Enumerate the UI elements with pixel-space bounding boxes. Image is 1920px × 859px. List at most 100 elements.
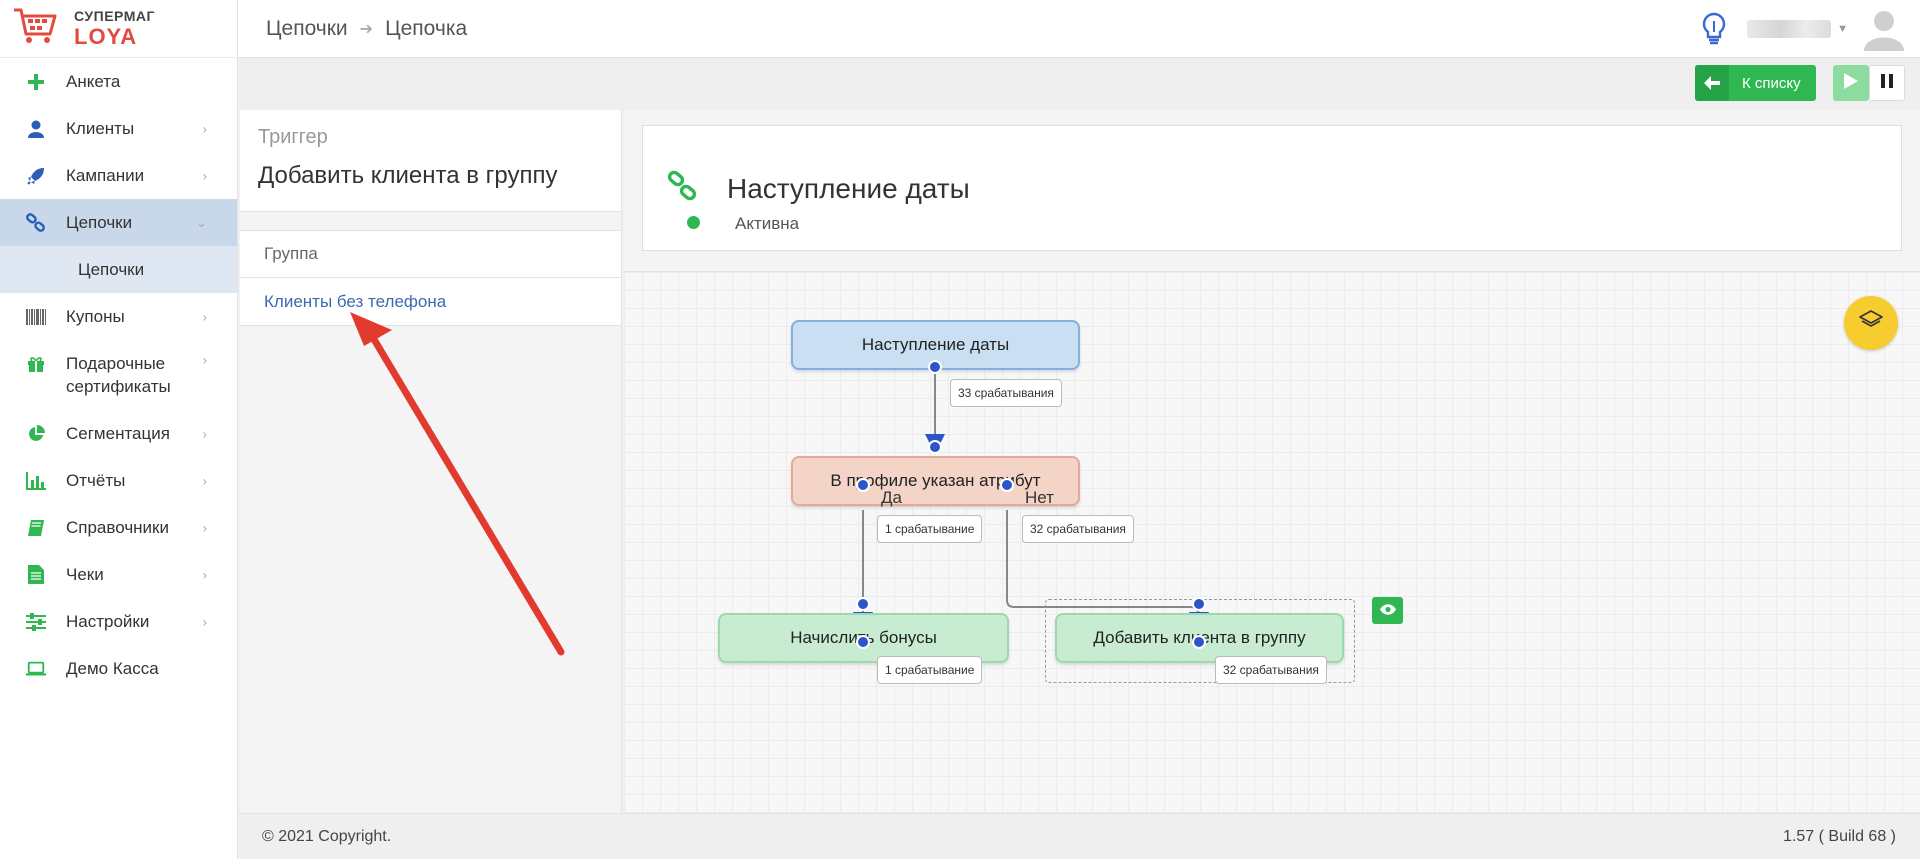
lightbulb-icon[interactable] xyxy=(1701,12,1727,46)
breadcrumb-item-chains[interactable]: Цепочки xyxy=(266,16,348,40)
sidebar-item-chains[interactable]: Цепочки ⌄ xyxy=(0,199,237,246)
trigger-count-badge: 32 срабатывания xyxy=(1022,515,1134,543)
back-to-list-button[interactable]: К списку xyxy=(1695,65,1816,101)
top-header: Цепочки ➔ Цепочка ▼ xyxy=(238,0,1920,58)
sidebar-item-settings[interactable]: Настройки › xyxy=(0,598,237,645)
node-port[interactable] xyxy=(928,360,942,374)
group-link[interactable]: Клиенты без телефона xyxy=(240,278,621,326)
trigger-header: Триггер Добавить клиента в группу xyxy=(240,110,621,212)
group-label: Группа xyxy=(240,230,621,278)
bar-chart-icon xyxy=(26,471,46,491)
chain-status: Активна xyxy=(735,214,800,233)
sidebar-item-label: Демо Касса xyxy=(66,659,159,678)
chain-panel: Наступление даты Активна Наступление дат… xyxy=(624,110,1920,813)
connector-no xyxy=(1006,510,1209,632)
sidebar-item-clients[interactable]: Клиенты › xyxy=(0,105,237,152)
copyright-text: © 2021 Copyright. xyxy=(262,827,392,845)
node-port[interactable] xyxy=(856,597,870,611)
sidebar-item-anketa[interactable]: Анкета xyxy=(0,58,237,105)
sliders-icon xyxy=(26,612,46,632)
breadcrumb-item-chain: Цепочка xyxy=(385,16,468,40)
chevron-down-icon: ⌄ xyxy=(196,214,207,230)
eye-icon xyxy=(1379,602,1396,620)
branch-yes-label: Да xyxy=(881,488,902,507)
sidebar-item-label: Сегментация xyxy=(66,424,170,443)
chain-title: Наступление даты xyxy=(727,173,970,204)
sidebar-item-label: Чеки xyxy=(66,565,104,584)
trigger-count-badge: 32 срабатывания xyxy=(1215,656,1327,684)
sidebar-item-demo-register[interactable]: Демо Касса xyxy=(0,645,237,692)
pause-button[interactable] xyxy=(1869,65,1905,101)
user-icon xyxy=(26,119,46,139)
sidebar: СУПЕРМАГ LOYA Анкета Клиенты › Кампании … xyxy=(0,0,238,859)
version-text: 1.57 ( Build 68 ) xyxy=(1783,827,1896,845)
sidebar-item-label: Подарочные сертификаты xyxy=(66,354,171,396)
play-button[interactable] xyxy=(1833,65,1869,101)
trigger-count-badge: 33 срабатывания xyxy=(950,379,1062,407)
chevron-right-icon: › xyxy=(202,520,207,535)
footer: © 2021 Copyright. 1.57 ( Build 68 ) xyxy=(238,813,1920,859)
barcode-icon xyxy=(26,307,46,327)
chevron-right-icon: › xyxy=(202,614,207,629)
link-icon xyxy=(26,212,46,233)
flow-canvas[interactable]: Наступление даты 33 срабатывания В профи… xyxy=(624,271,1920,813)
arrow-left-icon xyxy=(1695,65,1729,101)
brand-name-top: СУПЕРМАГ xyxy=(74,8,155,24)
sidebar-item-label: Кампании xyxy=(66,166,145,185)
node-port[interactable] xyxy=(928,440,942,454)
chain-info-card: Наступление даты Активна xyxy=(642,125,1902,251)
layers-icon xyxy=(1859,309,1883,337)
sidebar-item-label: Цепочки xyxy=(66,213,133,232)
sidebar-item-label: Купоны xyxy=(66,307,125,326)
chevron-right-icon: › xyxy=(202,121,207,136)
sidebar-item-label: Настройки xyxy=(66,612,150,631)
sidebar-item-label: Отчёты xyxy=(66,471,126,490)
gift-icon xyxy=(26,354,46,374)
branch-no-label: Нет xyxy=(1025,488,1054,507)
sidebar-item-receipts[interactable]: Чеки › xyxy=(0,551,237,598)
sidebar-item-coupons[interactable]: Купоны › xyxy=(0,293,237,340)
laptop-icon xyxy=(26,659,46,679)
chevron-right-icon: › xyxy=(202,426,207,441)
sidebar-item-gift-certificates[interactable]: Подарочные сертификаты › xyxy=(0,340,237,410)
book-icon xyxy=(26,518,46,538)
trigger-title: Добавить клиента в группу xyxy=(258,162,558,189)
sidebar-item-campaigns[interactable]: Кампании › xyxy=(0,152,237,199)
sidebar-item-references[interactable]: Справочники › xyxy=(0,504,237,551)
view-node-button[interactable] xyxy=(1372,597,1403,624)
chevron-right-icon: › xyxy=(202,352,207,368)
chevron-right-icon: › xyxy=(202,567,207,582)
user-name[interactable] xyxy=(1747,20,1832,38)
shopping-cart-icon xyxy=(12,6,58,51)
app-logo[interactable]: СУПЕРМАГ LOYA xyxy=(0,0,237,58)
trigger-count-badge: 1 срабатывание xyxy=(877,515,983,543)
node-port[interactable] xyxy=(1192,635,1206,649)
trigger-panel: Триггер Добавить клиента в группу Группа… xyxy=(240,110,622,813)
sidebar-item-label: Клиенты xyxy=(66,119,135,138)
node-port-yes[interactable] xyxy=(856,478,870,492)
back-to-list-label: К списку xyxy=(1742,74,1801,92)
sidebar-item-reports[interactable]: Отчёты › xyxy=(0,457,237,504)
layers-button[interactable] xyxy=(1844,296,1898,350)
node-port-no[interactable] xyxy=(1000,478,1014,492)
pause-icon xyxy=(1881,73,1893,93)
node-port[interactable] xyxy=(1192,597,1206,611)
chevron-right-icon: › xyxy=(202,473,207,488)
arrow-right-icon: ➔ xyxy=(359,20,374,38)
avatar[interactable] xyxy=(1862,7,1906,51)
flow-node-condition[interactable]: В профиле указан атрибут xyxy=(791,456,1080,506)
brand-name-bottom: LOYA xyxy=(74,24,138,49)
status-indicator xyxy=(687,216,700,229)
document-icon xyxy=(26,565,46,585)
node-port[interactable] xyxy=(856,635,870,649)
sidebar-item-segmentation[interactable]: Сегментация › xyxy=(0,410,237,457)
chevron-right-icon: › xyxy=(202,309,207,324)
sidebar-item-label: Анкета xyxy=(66,72,121,91)
chevron-right-icon: › xyxy=(202,168,207,183)
sidebar-subitem-chains[interactable]: Цепочки xyxy=(0,246,237,293)
caret-down-icon[interactable]: ▼ xyxy=(1837,23,1848,35)
trigger-count-badge: 1 срабатывание xyxy=(877,656,983,684)
sidebar-item-label: Справочники xyxy=(66,518,169,537)
play-icon xyxy=(1844,72,1858,94)
pie-chart-icon xyxy=(26,424,46,444)
